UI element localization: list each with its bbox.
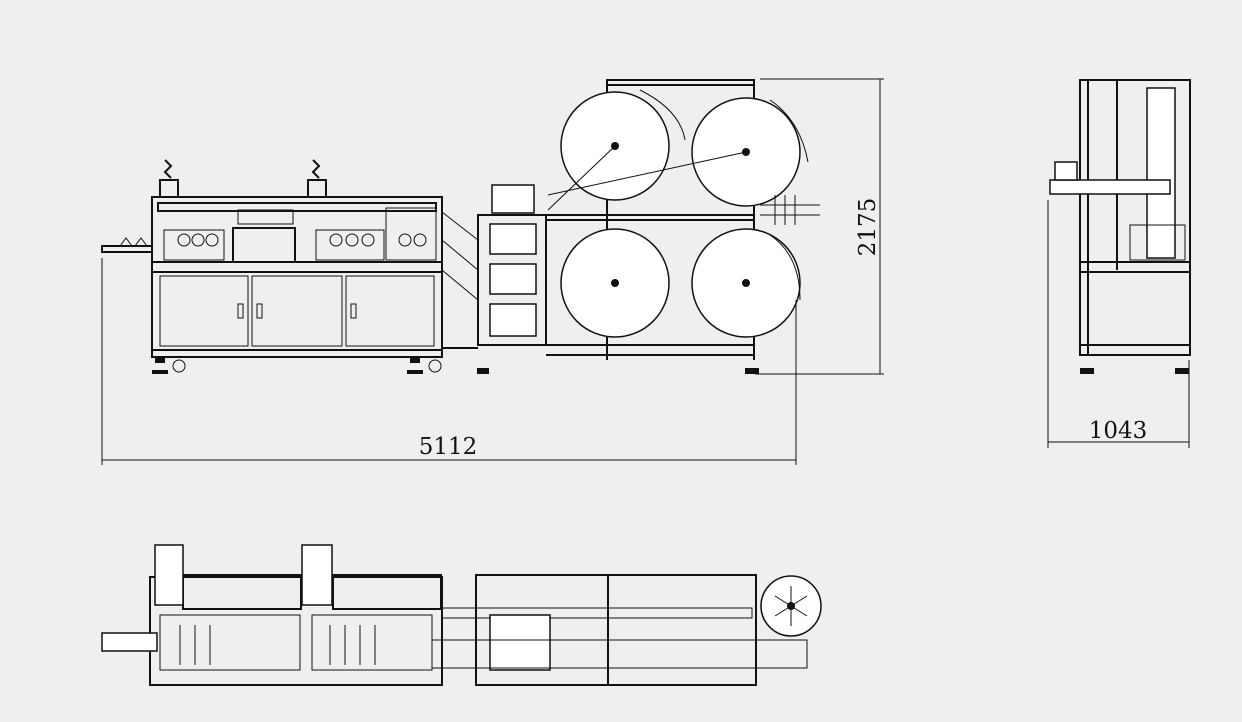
dimension-height-label: 2175 xyxy=(855,198,881,257)
dimension-lines xyxy=(101,78,1190,465)
dimension-width-label: 1043 xyxy=(1089,418,1148,444)
dimension-length-label: 5112 xyxy=(419,434,478,460)
top-view xyxy=(101,544,822,686)
front-view xyxy=(101,79,820,374)
side-view xyxy=(1049,79,1191,374)
